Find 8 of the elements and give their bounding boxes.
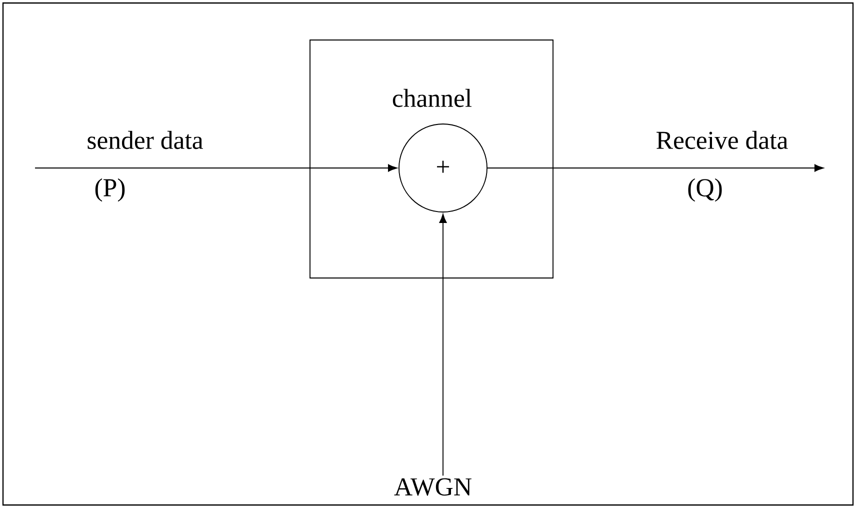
noise-label: AWGN xyxy=(394,478,472,496)
arrow xyxy=(34,164,398,172)
arrow xyxy=(439,214,447,476)
edge-label: Receive data xyxy=(656,130,788,150)
signal-label: (Q) xyxy=(688,178,722,202)
arrow xyxy=(487,164,824,172)
signal-label: (P) xyxy=(95,178,125,202)
edge-label: sender data xyxy=(88,130,203,150)
